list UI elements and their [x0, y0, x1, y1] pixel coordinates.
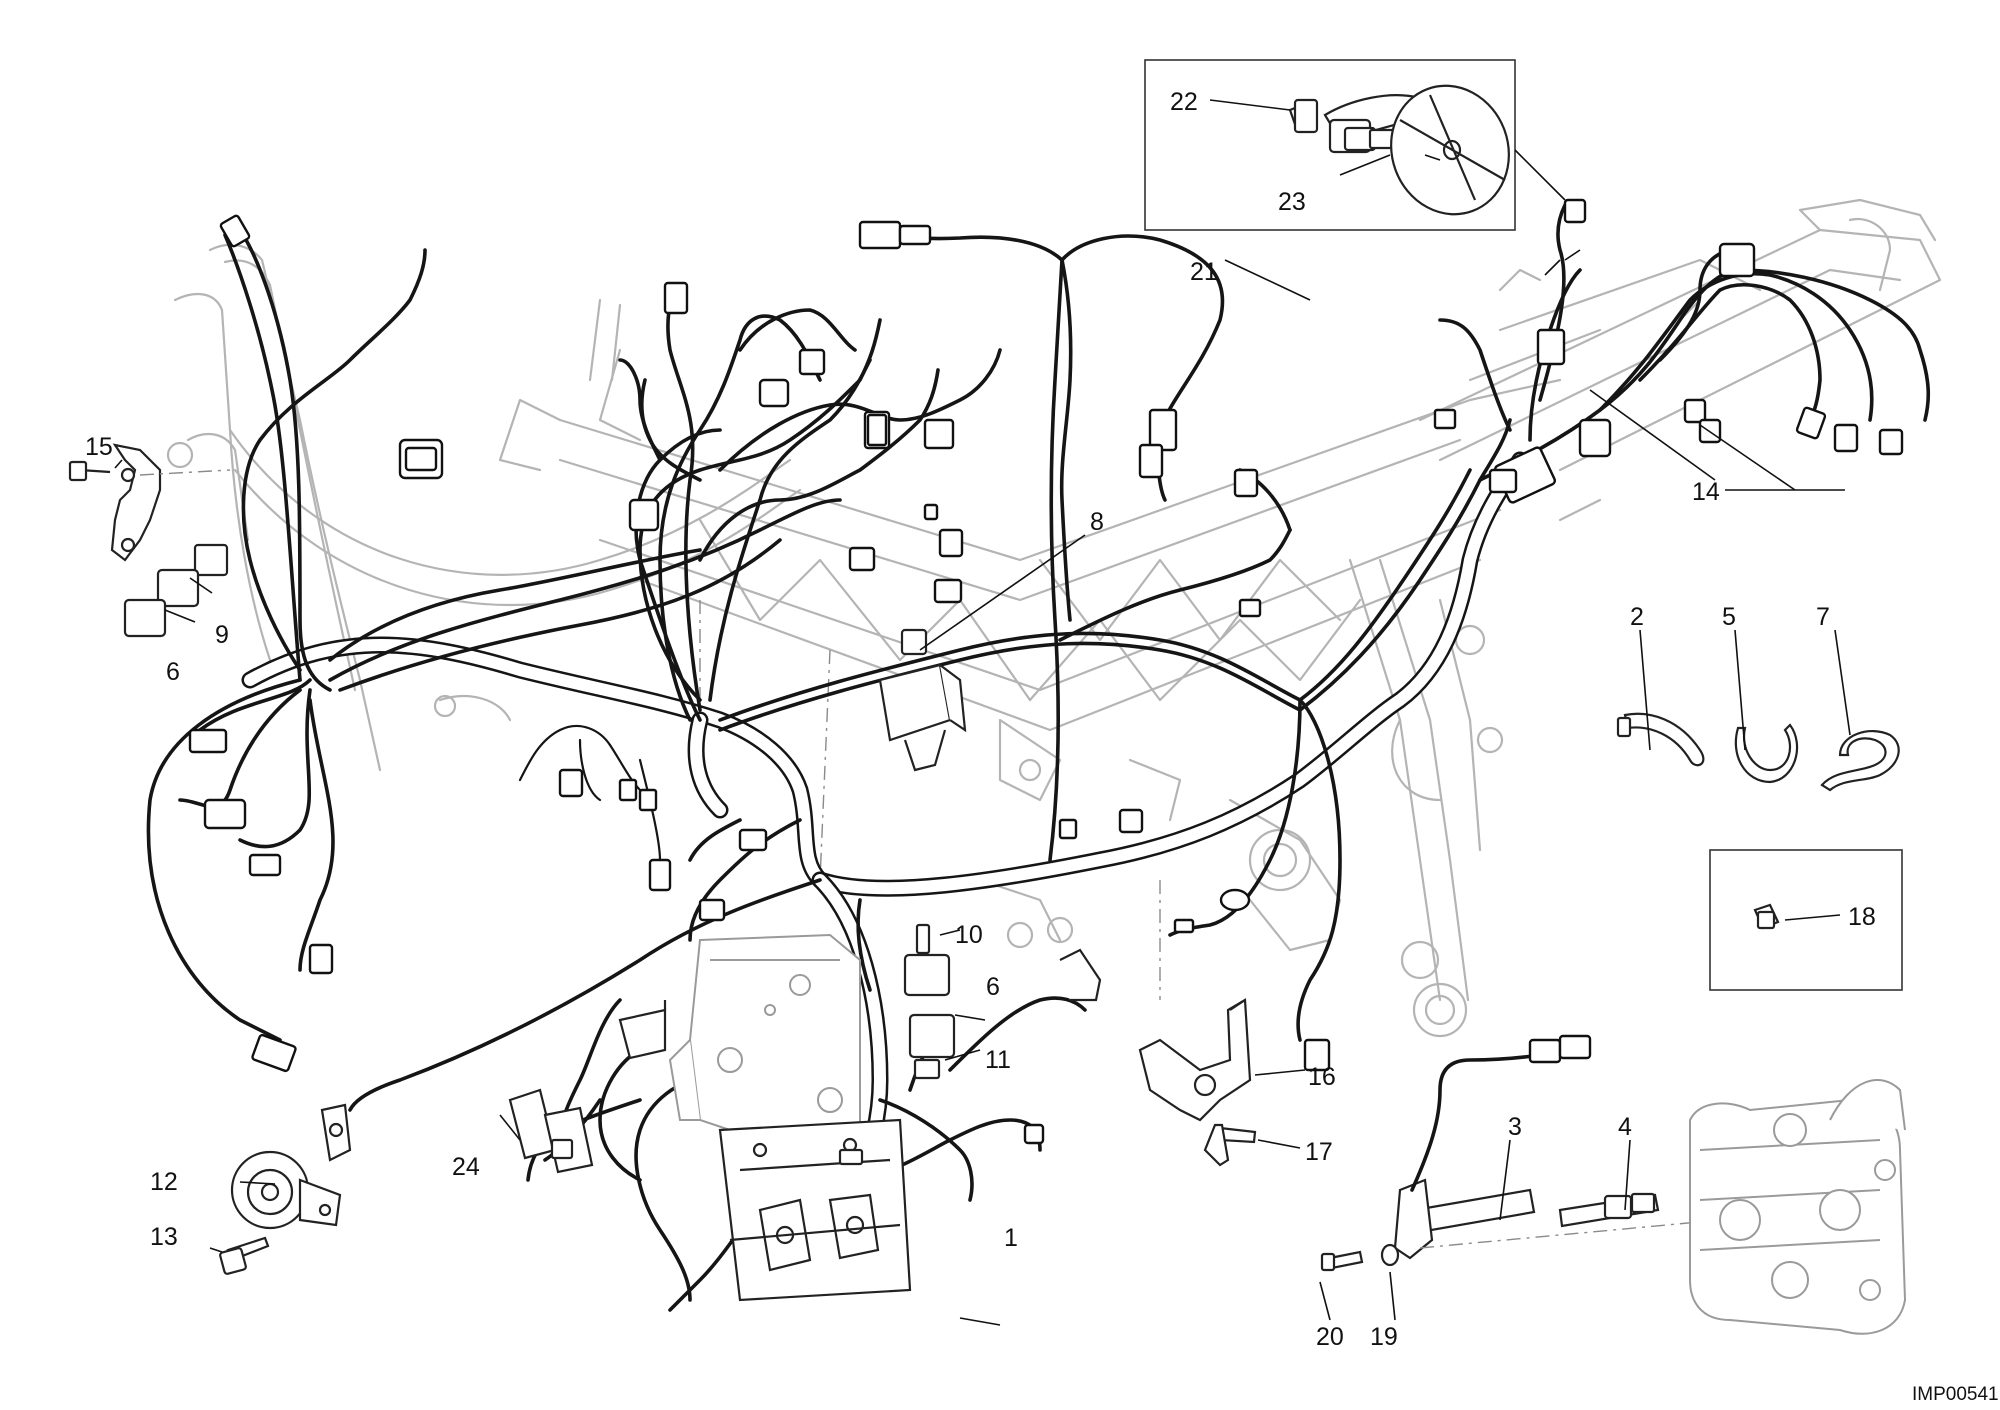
- cable-clip-5: [1734, 723, 1799, 784]
- callout-22: 22: [1170, 88, 1198, 116]
- callout-12: 12: [150, 1168, 178, 1196]
- horn-part: [230, 1150, 342, 1230]
- spark-plug-4: [1558, 1192, 1660, 1228]
- callout-19: 19: [1370, 1323, 1398, 1351]
- bracket-with-bolt: [68, 443, 231, 562]
- callout-18: 18: [1848, 903, 1876, 931]
- drawing-code: IMP00541: [1912, 1384, 1999, 1405]
- harness-wires: [146, 203, 1931, 1312]
- callout-6b: 6: [986, 973, 1000, 1001]
- relay-stack-centre: [903, 923, 956, 1080]
- callout-14: 14: [1692, 478, 1720, 506]
- bracket-centre-right: [1059, 948, 1102, 1002]
- callout-3: 3: [1508, 1113, 1522, 1141]
- callout-5: 5: [1722, 603, 1736, 631]
- inset-pointer-top: [1514, 149, 1566, 201]
- callout-4: 4: [1618, 1113, 1632, 1141]
- sensor-3: [1393, 1034, 1592, 1260]
- bracket-left-lower: [320, 1000, 667, 1162]
- callout-2: 2: [1630, 603, 1644, 631]
- callout-21: 21: [1190, 258, 1218, 286]
- connectors: [188, 198, 1904, 1145]
- callout-20: 20: [1316, 1323, 1344, 1351]
- horn-bolt: [219, 1236, 270, 1275]
- callout-11: 11: [985, 1046, 1011, 1074]
- cable-clip-7: [1820, 730, 1900, 792]
- callout-16: 16: [1308, 1063, 1336, 1091]
- bracket-right-16: [1138, 998, 1252, 1122]
- bolt-17: [1203, 1123, 1257, 1167]
- callout-7: 7: [1816, 603, 1830, 631]
- callout-9: 9: [215, 621, 229, 649]
- callout-24: 24: [452, 1153, 480, 1181]
- callout-numbers: 1 2 3 4 5 6 6 7 8 9 10 11 12 13 14 15 16…: [85, 88, 1999, 1405]
- callout-10: 10: [955, 921, 983, 949]
- fuse-holders: [508, 1088, 594, 1174]
- washer-19: [1380, 1243, 1400, 1267]
- callout-6a: 6: [166, 658, 180, 686]
- callout-13: 13: [150, 1223, 178, 1251]
- bolt-20: [1320, 1250, 1364, 1272]
- cylinder-head: [1689, 1079, 1907, 1335]
- callout-1: 1: [1004, 1224, 1018, 1252]
- inset-18: [1709, 849, 1903, 991]
- cable-tie-2: [1616, 712, 1705, 767]
- callout-15: 15: [85, 433, 113, 461]
- battery-tray-ecu: [668, 933, 912, 1302]
- callout-8: 8: [1090, 508, 1104, 536]
- relay-module-centre: [878, 628, 967, 772]
- relays-left: [123, 543, 229, 638]
- callout-17: 17: [1305, 1138, 1333, 1166]
- leader-lines: [114, 99, 1851, 1326]
- callout-23: 23: [1278, 188, 1306, 216]
- inset-22-23: [1144, 59, 1516, 231]
